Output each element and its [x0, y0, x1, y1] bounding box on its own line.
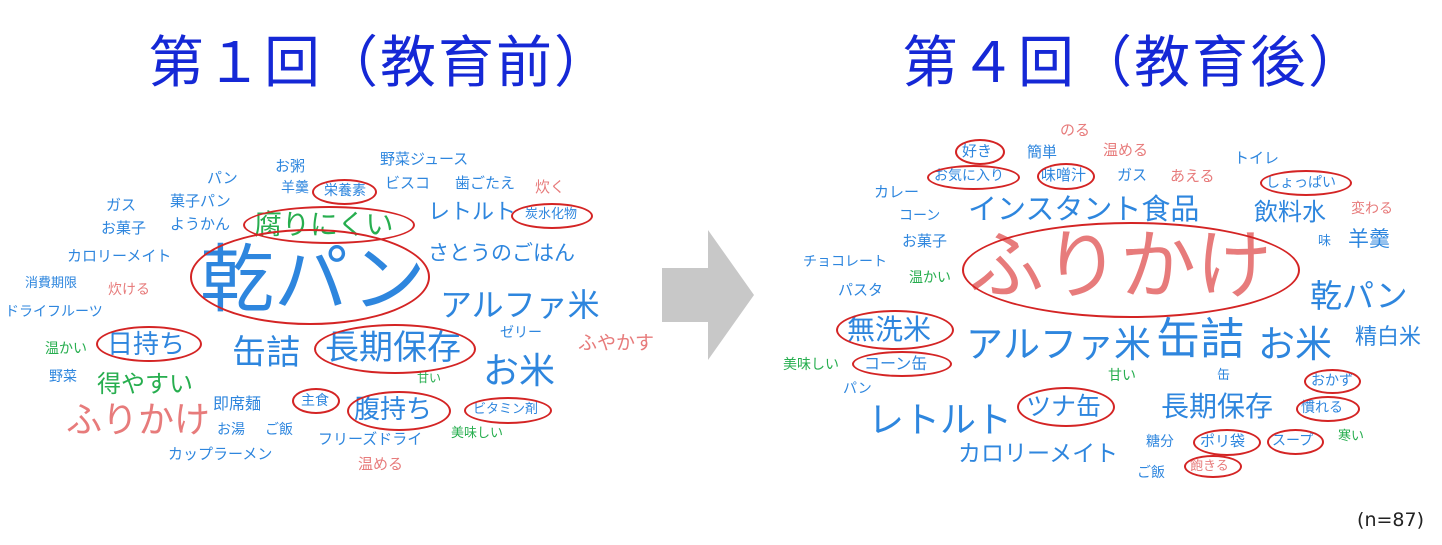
word-polybag: ポリ袋: [1200, 432, 1246, 450]
word-taku: 炊く: [535, 178, 566, 196]
word-tansuikabutsu: 炭水化物: [525, 207, 578, 222]
word-amai: 甘い: [1108, 368, 1136, 384]
word-samui: 寒い: [1338, 429, 1365, 444]
word-hara-mochi: 腹持ち: [354, 395, 433, 425]
word-misoshiru: 味噌汁: [1041, 166, 1087, 184]
word-retort: レトルト: [428, 200, 517, 225]
word-kanzume: 缶詰: [232, 333, 300, 373]
word-okazu: おかず: [1311, 373, 1353, 389]
word-chouki-hozon: 長期保存: [325, 328, 461, 368]
word-dry-fruits: ドライフルーツ: [5, 304, 103, 320]
word-kashipan: 菓子パン: [170, 192, 231, 210]
word-gas: ガス: [106, 196, 137, 214]
title-before: 第１回（教育前）: [148, 31, 612, 96]
word-toubun: 糖分: [1146, 434, 1174, 450]
word-okome: お米: [483, 351, 556, 392]
word-youkan: 羊羹: [1348, 227, 1390, 251]
word-calorie-mate: カロリーメイト: [67, 247, 172, 265]
word-corn-can: コーン缶: [864, 354, 928, 373]
word-curry: カレー: [874, 183, 920, 201]
word-satou-gohan: さとうのごはん: [428, 241, 575, 265]
word-kanzume: 缶詰: [1156, 314, 1244, 365]
word-tuna: ツナ缶: [1026, 392, 1102, 421]
word-furikake: ふりかけ: [968, 221, 1272, 310]
word-okiniiri: お気に入り: [934, 168, 1004, 184]
sample-size-note: (n=87): [1357, 509, 1424, 531]
word-okayu: お粥: [275, 157, 306, 175]
word-fuyakasu: ふやかす: [578, 332, 655, 354]
word-noru: のる: [1060, 121, 1091, 139]
word-kanpan: 乾パン: [1310, 277, 1408, 315]
word-sokuseki-men: 即席麺: [213, 394, 262, 413]
word-eiyouso: 栄養素: [324, 183, 366, 199]
word-vitamin: ビタミン剤: [473, 402, 539, 417]
word-yasai-juice: 野菜ジュース: [380, 150, 469, 168]
word-instant: インスタント食品: [968, 192, 1200, 226]
word-aji: 味: [1318, 234, 1332, 249]
word-retort: レトルト: [868, 400, 1013, 441]
word-amai: 甘い: [417, 371, 442, 385]
title-after: 第４回（教育後）: [902, 31, 1366, 96]
word-pasta: パスタ: [838, 281, 884, 299]
word-biscuit: ビスコ: [385, 174, 431, 192]
word-chouki-hozon: 長期保存: [1161, 390, 1274, 423]
word-shoppai: しょっぱい: [1266, 175, 1336, 191]
word-youkan: ようかん: [170, 215, 231, 233]
word-suki: 好き: [962, 142, 993, 160]
word-soup: スープ: [1272, 433, 1314, 449]
arrow-right-icon: [662, 230, 754, 360]
word-toilet: トイレ: [1234, 149, 1280, 167]
word-furikake: ふりかけ: [66, 400, 211, 441]
word-kan: 缶: [1217, 368, 1231, 383]
word-hi-mochi: 日持ち: [107, 330, 186, 360]
word-takeru: 炊ける: [108, 282, 150, 298]
word-freeze-dry: フリーズドライ: [318, 430, 423, 448]
word-okashi: お菓子: [902, 232, 948, 250]
word-okashi: お菓子: [101, 219, 147, 237]
word-cup-ramen: カップラーメン: [168, 445, 273, 463]
word-kusarinikui: 腐りにくい: [254, 208, 394, 241]
word-nareru: 慣れる: [1301, 400, 1343, 416]
word-atatameru: 温める: [1103, 141, 1149, 159]
word-oyu: お湯: [217, 422, 245, 438]
word-jelly: ゼリー: [500, 325, 542, 341]
word-oishii: 美味しい: [783, 357, 839, 373]
word-yasai: 野菜: [49, 369, 77, 385]
word-oishii: 美味しい: [451, 426, 504, 441]
word-musenmai: 無洗米: [847, 313, 932, 346]
word-akiru: 飽きる: [1190, 459, 1229, 474]
word-atatameru: 温める: [358, 455, 404, 473]
word-calorie-mate: カロリーメイト: [958, 441, 1119, 467]
word-shouhi-kigen: 消費期限: [25, 276, 78, 291]
word-alpha-mai: アルファ米: [966, 323, 1151, 366]
word-alpha-mai: アルファ米: [440, 286, 600, 324]
word-kanpan: 乾パン: [200, 237, 426, 323]
word-gohan: ご飯: [1137, 465, 1165, 481]
word-pan: パン: [843, 381, 872, 397]
word-chocolate: チョコレート: [803, 254, 887, 270]
word-kawaru: 変わる: [1351, 201, 1393, 217]
word-hagotae: 歯ごたえ: [455, 174, 516, 192]
word-kantan: 簡単: [1027, 143, 1058, 161]
word-corn: コーン: [899, 208, 941, 224]
word-gas: ガス: [1117, 166, 1148, 184]
word-shushoku: 主食: [301, 393, 329, 409]
word-gohan: ご飯: [265, 422, 293, 438]
word-okome: お米: [1258, 323, 1332, 366]
word-eyasui: 得やすい: [97, 370, 193, 398]
word-seihakumai: 精白米: [1355, 325, 1422, 350]
word-inryousui: 飲料水: [1254, 198, 1326, 226]
word-pan: パン: [207, 169, 238, 187]
word-atatakai: 温かい: [45, 341, 87, 357]
word-aeru: あえる: [1170, 167, 1215, 185]
word-youkan-kanji: 羊羹: [281, 180, 309, 196]
word-atatakai: 温かい: [909, 270, 951, 286]
